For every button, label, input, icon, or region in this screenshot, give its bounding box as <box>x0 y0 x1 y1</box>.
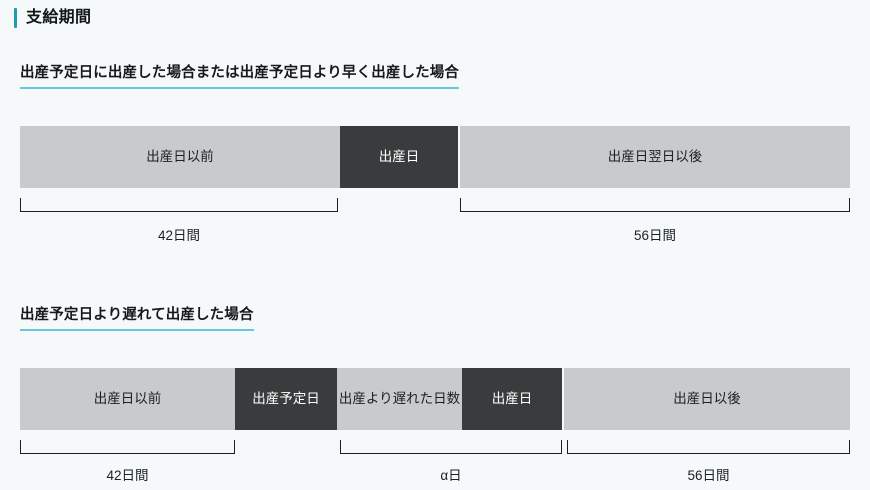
segment-delay-days-line2: 遅れた日数 <box>392 390 461 406</box>
section-heading-2: 出産予定日より遅れて出産した場合 <box>20 306 254 331</box>
section-heading-1: 出産予定日に出産した場合または出産予定日より早く出産した場合 <box>20 64 460 89</box>
segment-delay-days-line1: 出産より <box>338 390 393 406</box>
segment-after-birth-1: 出産日翌日以後 <box>460 126 850 188</box>
bracket-label-2-before: 42日間 <box>106 468 149 483</box>
title-accent-bar <box>14 8 17 28</box>
segment-due-date-2: 出産予定日 <box>235 368 337 430</box>
bracket-label-1-before: 42日間 <box>157 228 201 243</box>
segment-birth-day-1: 出産日 <box>340 126 458 188</box>
bracket-2-after <box>567 440 850 454</box>
segment-birth-day-2: 出産日 <box>462 368 562 430</box>
segment-before-birth-2: 出産日以前 <box>20 368 235 430</box>
bracket-1-after <box>460 198 850 212</box>
bracket-label-2-after: 56日間 <box>687 468 730 483</box>
bracket-2-before <box>20 440 235 454</box>
segment-delay-days-2: 出産より 遅れた日数 <box>337 368 462 430</box>
segment-before-birth-1: 出産日以前 <box>20 126 340 188</box>
segment-after-birth-2: 出産日以後 <box>564 368 850 430</box>
timeline-bar-2: 出産日以前 出産予定日 出産より 遅れた日数 出産日 出産日以後 <box>20 368 850 430</box>
bracket-1-before <box>20 198 338 212</box>
bracket-label-1-after: 56日間 <box>633 228 677 243</box>
bracket-2-alpha <box>340 440 562 454</box>
bracket-label-2-alpha: α日 <box>440 468 462 483</box>
page-title-text: 支給期間 <box>26 9 92 26</box>
page-title: 支給期間 <box>14 5 91 31</box>
timeline-bar-1: 出産日以前 出産日 出産日翌日以後 <box>20 126 850 188</box>
